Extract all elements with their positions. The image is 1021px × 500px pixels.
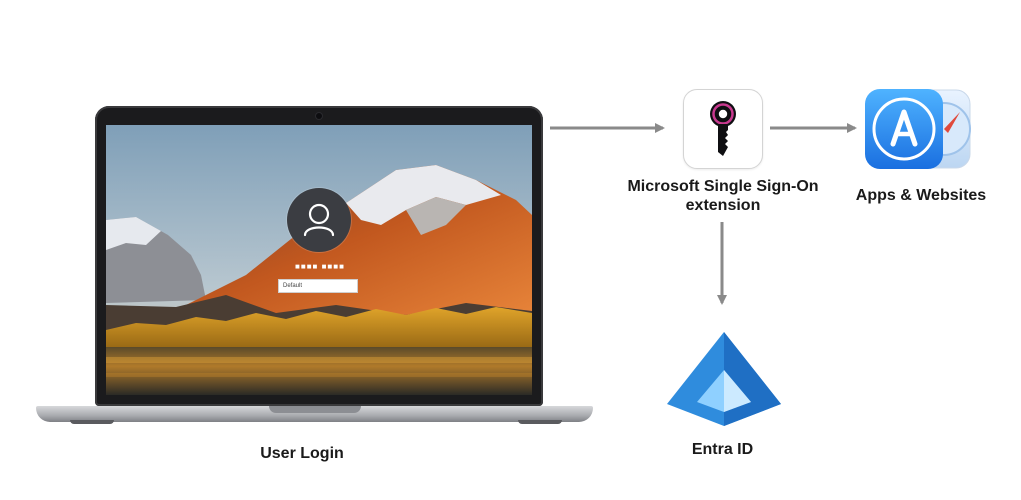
apps-websites-tile: [864, 88, 972, 170]
laptop-camera: [316, 113, 322, 119]
wallpaper-illustration: [106, 125, 532, 395]
user-avatar[interactable]: [287, 188, 351, 252]
user-login-label: User Login: [260, 445, 344, 462]
laptop-screen: [106, 125, 532, 395]
entra-id-icon: [667, 332, 781, 426]
key-icon: [710, 101, 736, 156]
sso-extension-label-line2: extension: [685, 197, 761, 214]
app-store-icon: [865, 89, 971, 169]
laptop-foot-right: [518, 420, 562, 424]
user-icon: [303, 203, 335, 237]
laptop-foot-left: [70, 420, 114, 424]
apps-websites-label: Apps & Websites: [855, 187, 987, 204]
sso-extension-tile: [683, 89, 763, 169]
entra-id-label: Entra ID: [691, 441, 754, 458]
login-username: ■■■■ ■■■■: [295, 262, 345, 271]
laptop-base: [36, 406, 593, 422]
login-password-field[interactable]: Default: [278, 279, 358, 293]
laptop-opening-notch: [269, 406, 361, 413]
sso-extension-label-line1: Microsoft Single Sign-On: [627, 178, 819, 195]
